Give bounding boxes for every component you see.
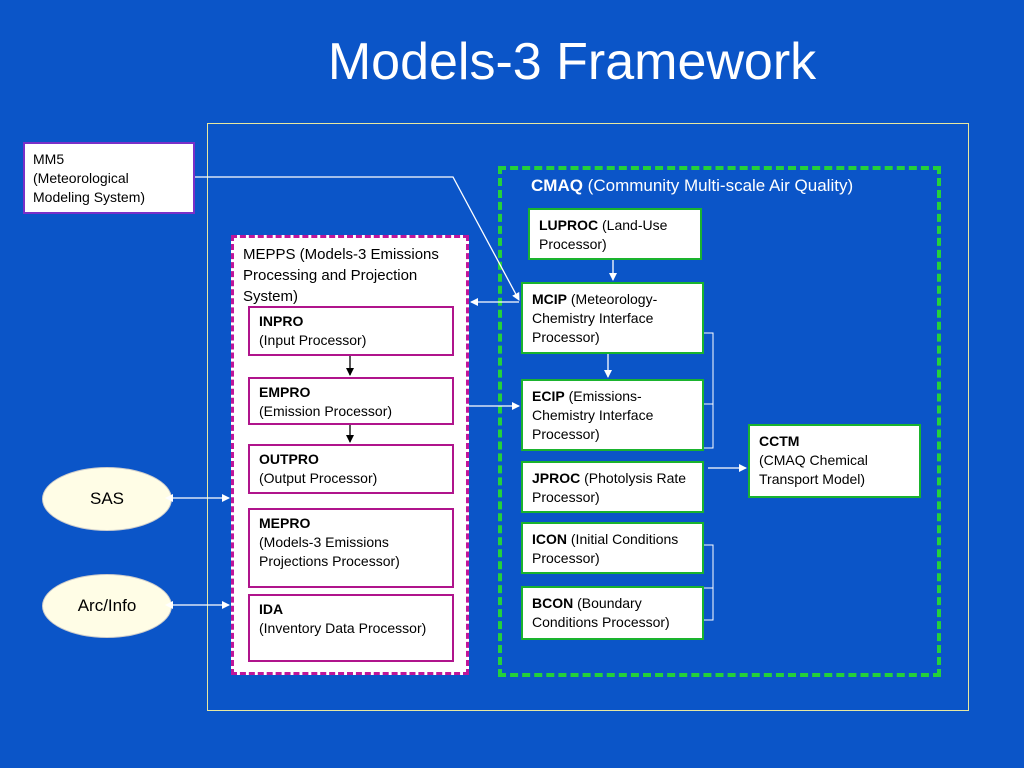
inpro-name: INPRO bbox=[259, 313, 304, 329]
mm5-line-2: (Meteorological bbox=[33, 170, 129, 186]
ida-desc: (Inventory Data Processor) bbox=[259, 620, 427, 636]
mm5-line-3: Modeling System) bbox=[33, 189, 146, 205]
empro-name: EMPRO bbox=[259, 384, 311, 400]
empro-box: EMPRO (Emission Processor) bbox=[248, 377, 454, 425]
mm5-to-mcip-arrow bbox=[195, 176, 520, 301]
mcip-name: MCIP bbox=[532, 291, 567, 307]
bcon-box: BCON (Boundary Conditions Processor) bbox=[521, 586, 704, 640]
mm5-box: MM5 (Meteorological Modeling System) bbox=[23, 142, 195, 214]
mm5-line-1: MM5 bbox=[33, 151, 65, 167]
jproc-box: JPROC (Photolysis Rate Processor) bbox=[521, 461, 704, 513]
ecip-box: ECIP (Emissions-Chemistry Interface Proc… bbox=[521, 379, 704, 451]
icon-box: ICON (Initial Conditions Processor) bbox=[521, 522, 704, 574]
ecip-name: ECIP bbox=[532, 388, 565, 404]
mepro-desc: (Models-3 Emissions Projections Processo… bbox=[259, 534, 400, 569]
ida-name: IDA bbox=[259, 601, 284, 617]
icon-desc: (Initial Conditions Processor) bbox=[532, 531, 679, 566]
jproc-name: JPROC bbox=[532, 470, 581, 486]
icon-name: ICON bbox=[532, 531, 567, 547]
slide-title: Models-3 Framework bbox=[327, 33, 817, 91]
cctm-desc: (CMAQ Chemical Transport Model) bbox=[759, 452, 868, 487]
cctm-box: CCTM (CMAQ Chemical Transport Model) bbox=[748, 424, 921, 498]
luproc-desc: (Land-Use Processor) bbox=[539, 217, 668, 252]
cmaq-container bbox=[498, 166, 941, 677]
framework-frame bbox=[207, 123, 969, 711]
luproc-name: LUPROC bbox=[539, 217, 599, 233]
cmaq-title: CMAQ (Community Multi-scale Air Quality) bbox=[531, 175, 931, 197]
cmaq-title-rest: (Community Multi-scale Air Quality) bbox=[582, 176, 854, 195]
bcon-desc: (Boundary Conditions Processor) bbox=[532, 595, 670, 630]
arcinfo-oval: Arc/Info bbox=[42, 574, 172, 638]
jproc-desc: (Photolysis Rate Processor) bbox=[532, 470, 687, 505]
inpro-desc: (Input Processor) bbox=[259, 332, 367, 348]
mepro-name: MEPRO bbox=[259, 515, 311, 531]
outpro-name: OUTPRO bbox=[259, 451, 319, 467]
bcon-name: BCON bbox=[532, 595, 574, 611]
mepps-title: MEPPS (Models-3 Emissions Processing and… bbox=[243, 246, 439, 305]
cctm-name: CCTM bbox=[759, 433, 800, 449]
bracket-lower bbox=[704, 544, 714, 621]
mcip-box: MCIP (Meteorology-Chemistry Interface Pr… bbox=[521, 282, 704, 354]
inpro-box: INPRO (Input Processor) bbox=[248, 306, 454, 356]
ecip-desc: (Emissions-Chemistry Interface Processor… bbox=[532, 388, 654, 442]
luproc-box: LUPROC (Land-Use Processor) bbox=[528, 208, 702, 260]
empro-desc: (Emission Processor) bbox=[259, 403, 393, 419]
sas-oval: SAS bbox=[42, 467, 172, 531]
mepro-box: MEPRO (Models-3 Emissions Projections Pr… bbox=[248, 508, 454, 588]
bracket-upper bbox=[704, 332, 714, 449]
mcip-desc: (Meteorology-Chemistry Interface Process… bbox=[532, 291, 658, 345]
outpro-desc: (Output Processor) bbox=[259, 470, 378, 486]
cmaq-title-bold: CMAQ bbox=[531, 176, 583, 195]
outpro-box: OUTPRO (Output Processor) bbox=[248, 444, 454, 494]
ida-box: IDA (Inventory Data Processor) bbox=[248, 594, 454, 662]
